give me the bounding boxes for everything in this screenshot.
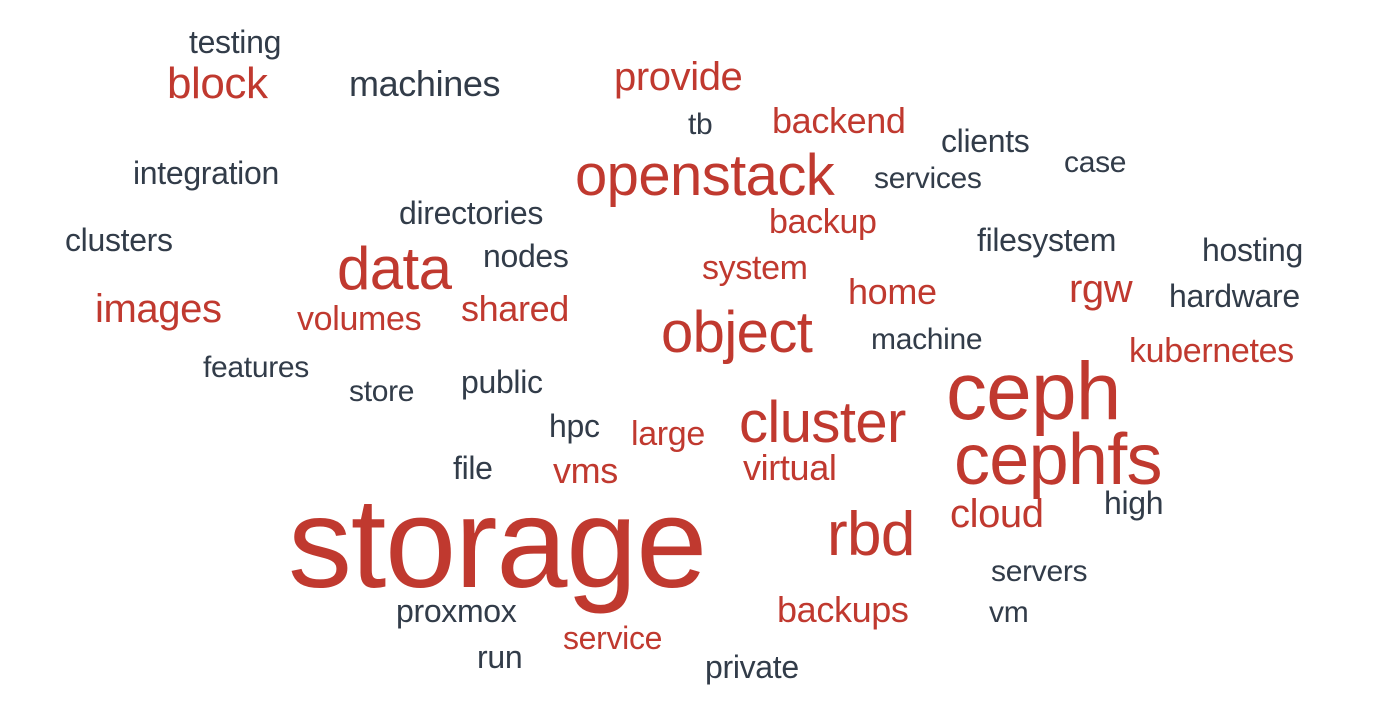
word-block: block (167, 59, 268, 108)
word-data: data (337, 235, 452, 302)
word-images: images (95, 287, 222, 331)
word-proxmox: proxmox (396, 593, 517, 629)
word-tb: tb (688, 108, 713, 141)
word-private: private (705, 649, 799, 685)
word-rgw: rgw (1069, 267, 1133, 311)
word-testing: testing (189, 24, 282, 60)
word-shared: shared (461, 288, 569, 329)
word-integration: integration (133, 155, 279, 191)
word-virtual: virtual (743, 447, 837, 488)
word-high: high (1104, 485, 1164, 521)
word-cephfs: cephfs (954, 420, 1163, 500)
word-ceph: ceph (946, 346, 1121, 437)
word-rbd: rbd (827, 500, 915, 569)
word-filesystem: filesystem (977, 222, 1117, 258)
word-file: file (453, 450, 493, 486)
word-storage: storage (288, 472, 707, 615)
word-system: system (702, 249, 808, 287)
word-hardware: hardware (1169, 278, 1300, 314)
word-kubernetes: kubernetes (1129, 332, 1294, 370)
word-run: run (477, 639, 523, 675)
word-openstack: openstack (575, 143, 835, 208)
word-service: service (563, 620, 663, 656)
word-provide: provide (614, 55, 743, 99)
word-vms: vms (553, 450, 618, 491)
word-features: features (203, 351, 309, 384)
word-vm: vm (989, 596, 1029, 629)
word-volumes: volumes (297, 300, 422, 338)
word-hpc: hpc (549, 408, 600, 444)
word-large: large (631, 415, 705, 453)
word-public: public (461, 364, 543, 400)
word-case: case (1064, 146, 1127, 179)
word-cloud: cloud (950, 492, 1044, 536)
word-object: object (661, 300, 813, 365)
word-backups: backups (777, 589, 909, 630)
word-directories: directories (399, 195, 544, 231)
word-services: services (874, 162, 982, 195)
word-nodes: nodes (483, 238, 569, 274)
word-clients: clients (941, 123, 1030, 159)
word-backend: backend (772, 100, 906, 141)
word-servers: servers (991, 555, 1088, 588)
word-machines: machines (349, 63, 501, 104)
word-cluster: cluster (739, 390, 906, 455)
word-store: store (349, 375, 415, 408)
word-hosting: hosting (1202, 232, 1303, 268)
word-clusters: clusters (65, 222, 173, 258)
word-machine: machine (871, 323, 983, 356)
word-backup: backup (769, 203, 877, 241)
word-home: home (848, 271, 937, 312)
